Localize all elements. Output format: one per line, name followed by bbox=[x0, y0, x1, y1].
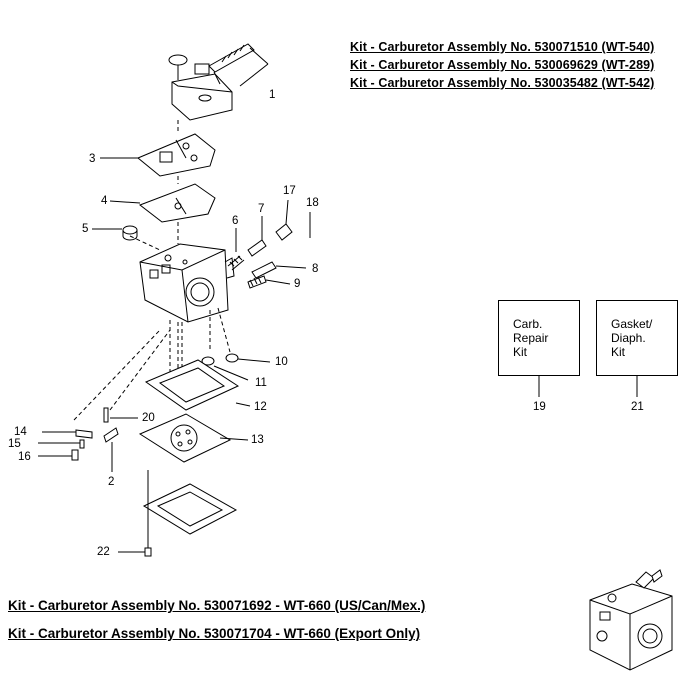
callout-2: 2 bbox=[108, 476, 115, 488]
callout-11: 11 bbox=[255, 377, 267, 389]
callout-21: 21 bbox=[631, 401, 644, 413]
kit-title-wt289: Kit - Carburetor Assembly No. 530069629 … bbox=[350, 58, 655, 72]
carburetor-inset bbox=[589, 569, 673, 671]
kit-title-wt540: Kit - Carburetor Assembly No. 530071510 … bbox=[350, 40, 655, 54]
carburetor-body bbox=[139, 243, 235, 323]
callout-8: 8 bbox=[312, 263, 319, 275]
callout-4: 4 bbox=[101, 195, 108, 207]
kit-box-line: Carb. bbox=[513, 317, 543, 331]
gasket-part-12 bbox=[144, 359, 251, 411]
callout-17: 17 bbox=[283, 185, 296, 197]
kit-title-wt660-us: Kit - Carburetor Assembly No. 530071692 … bbox=[8, 598, 426, 613]
bottom-cover-part bbox=[142, 483, 238, 535]
kit-box-line: Gasket/ bbox=[611, 317, 653, 331]
needle-parts bbox=[227, 216, 307, 289]
checkvalve-parts bbox=[201, 353, 271, 381]
diaphragm-part-4 bbox=[109, 183, 216, 223]
callout-7: 7 bbox=[258, 203, 265, 215]
kit-box-line: Repair bbox=[513, 331, 549, 345]
callout-6: 6 bbox=[232, 215, 239, 227]
lever-parts bbox=[38, 407, 138, 472]
kit-title-wt542: Kit - Carburetor Assembly No. 530035482 … bbox=[350, 76, 655, 90]
callout-5: 5 bbox=[82, 223, 89, 235]
callout-1: 1 bbox=[269, 89, 276, 101]
plug-part-5 bbox=[92, 225, 138, 241]
screw-part-22 bbox=[118, 470, 152, 557]
gasket-diaph-kit-box: Gasket/ Diaph. Kit bbox=[596, 300, 678, 376]
carb-repair-kit-box: Carb. Repair Kit bbox=[498, 300, 580, 376]
kit-box-line: Kit bbox=[611, 345, 626, 359]
callout-13: 13 bbox=[251, 434, 264, 446]
callout-14: 14 bbox=[14, 426, 27, 438]
callout-15: 15 bbox=[8, 438, 21, 450]
callout-20: 20 bbox=[142, 412, 155, 424]
callout-22: 22 bbox=[97, 546, 110, 558]
kit-box-line: Diaph. bbox=[611, 331, 646, 345]
pump-cover-part bbox=[168, 43, 269, 121]
diaphragm-part-13 bbox=[138, 413, 249, 463]
callout-10: 10 bbox=[275, 356, 288, 368]
callout-18: 18 bbox=[306, 197, 319, 209]
fitting-part-17 bbox=[275, 199, 311, 241]
callout-16: 16 bbox=[18, 451, 31, 463]
gasket-part-3 bbox=[100, 133, 216, 177]
kit-title-wt660-export: Kit - Carburetor Assembly No. 530071704 … bbox=[8, 626, 421, 641]
callout-19: 19 bbox=[533, 401, 546, 413]
kit-box-line: Kit bbox=[513, 345, 528, 359]
callout-9: 9 bbox=[294, 278, 301, 290]
callout-3: 3 bbox=[89, 153, 96, 165]
callout-12: 12 bbox=[254, 401, 267, 413]
